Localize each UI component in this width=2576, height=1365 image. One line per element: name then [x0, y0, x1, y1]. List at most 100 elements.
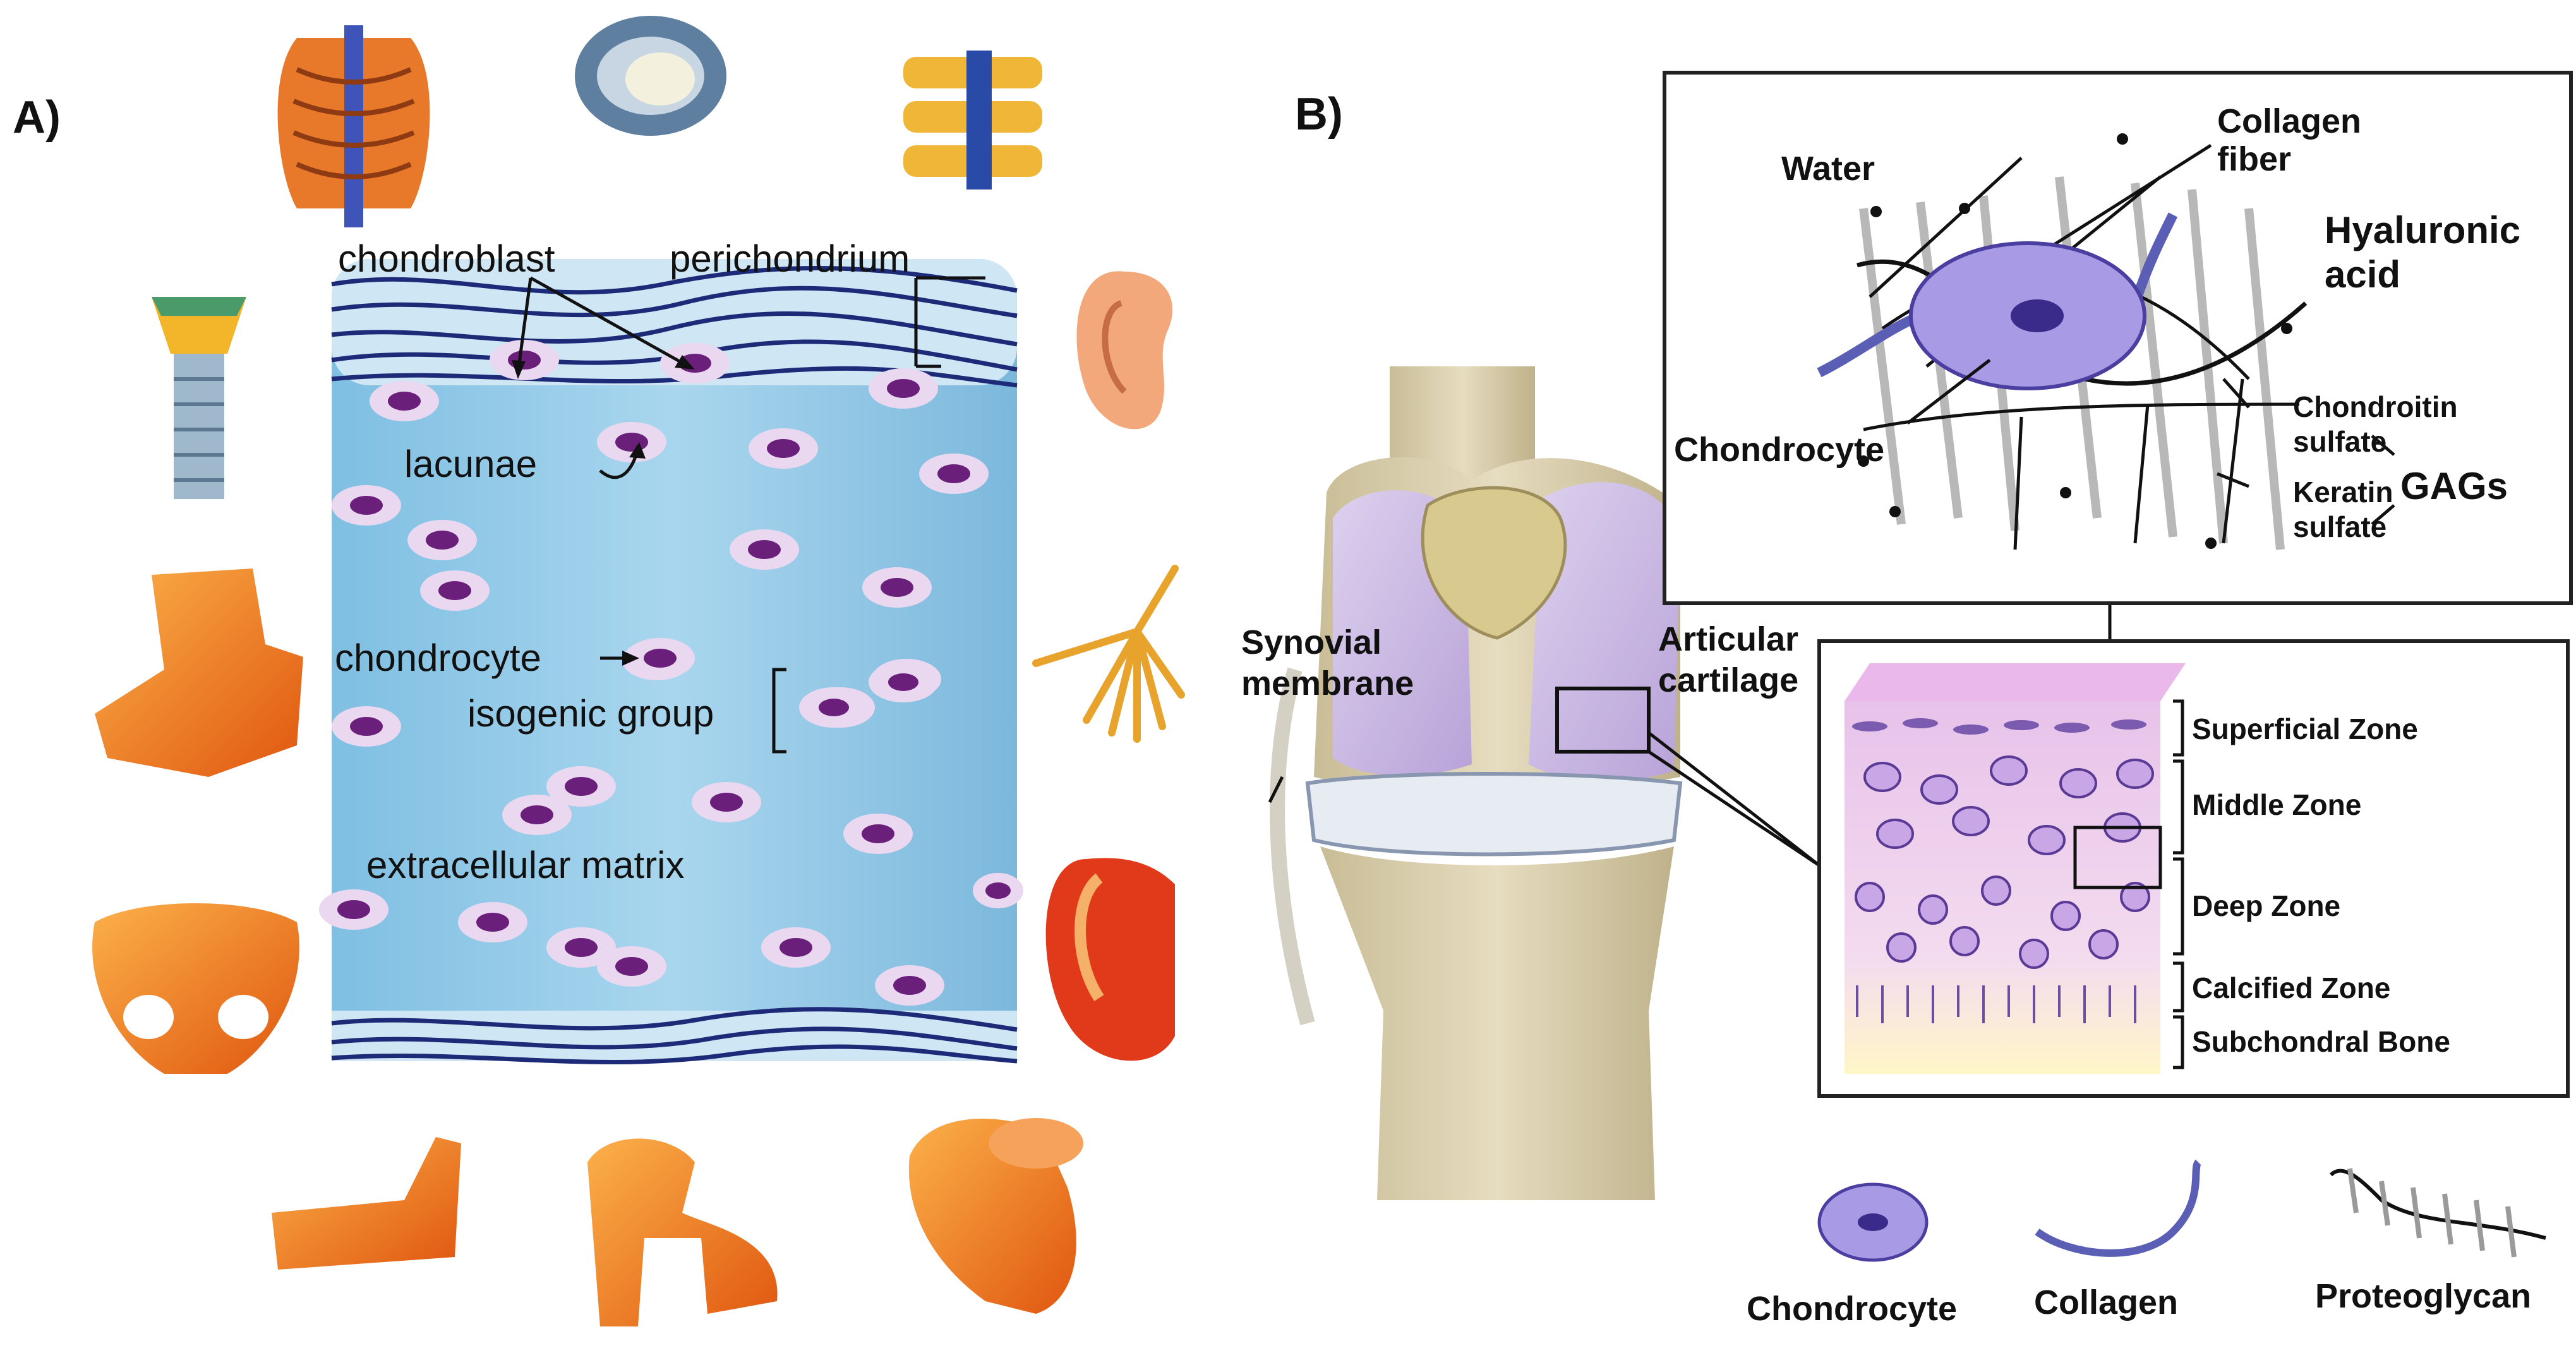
vertebrae-icon	[903, 51, 1042, 189]
articular-cartilage-right	[1529, 482, 1680, 781]
middle-deep-cells	[1855, 755, 2154, 969]
panel-a-pointers	[516, 276, 985, 754]
arrowhead	[622, 651, 639, 666]
synovial-label-line1: Synovial	[1241, 623, 1381, 661]
gags-label: GAGs	[2400, 465, 2508, 507]
hyaluronic-label-line2: acid	[2325, 253, 2400, 296]
synovial-membrane	[1270, 667, 1315, 1026]
knee-joint-icon	[587, 1138, 778, 1326]
chondrocyte	[597, 422, 666, 462]
chondroitin-label-line1: Chondroitin	[2293, 390, 2458, 423]
chondrocyte-cells	[319, 340, 1023, 1006]
isogenic-bracket	[772, 668, 786, 754]
elbow-joint-icon	[272, 1137, 461, 1270]
legend-chondrocyte-nucleus	[1858, 1213, 1888, 1231]
chondrocyte	[730, 529, 799, 570]
bottom-fiber-band	[332, 1011, 1017, 1061]
chondrocyte	[319, 889, 388, 930]
zone-label-calcified: Calcified Zone	[2192, 971, 2390, 1004]
keratin-label-line2: sulfate	[2293, 510, 2386, 543]
chondrocyte	[420, 570, 490, 611]
zone-brackets	[2173, 699, 2184, 1069]
chondrocyte	[919, 454, 989, 494]
hand-skeleton-icon	[1032, 565, 1185, 743]
chondrocyte	[502, 795, 572, 835]
water-dots	[1858, 133, 2292, 549]
zone-label-middle: Middle Zone	[2192, 788, 2361, 821]
zone-label-subchondral: Subchondral Bone	[2192, 1025, 2450, 1058]
shoulder-joint-icon	[908, 1118, 1083, 1314]
arrowhead	[629, 442, 646, 459]
hyaluronic-label-line1: Hyaluronic	[2325, 209, 2520, 251]
chondrocyte	[490, 340, 559, 380]
arrowheads	[512, 355, 695, 666]
cartilage-matrix-block: chondroblast perichondrium lacunae chond…	[319, 238, 1023, 1064]
chondrocyte	[761, 927, 831, 968]
bottom-fibers	[331, 1007, 1018, 1064]
femur-shaft	[1390, 366, 1535, 480]
tibia	[1320, 846, 1674, 1200]
arrowhead	[675, 355, 695, 370]
matrix-inset: Water Collagen fiber Hyaluronic acid Cho…	[1663, 71, 2573, 605]
synovial-pointer	[1268, 776, 1284, 803]
extracellular-matrix-label: extracellular matrix	[366, 844, 684, 886]
zone-label-deep: Deep Zone	[2192, 889, 2340, 922]
chondroblast-pointer-2	[529, 276, 690, 368]
ear-icon	[1076, 271, 1173, 430]
anatomy-icons	[92, 16, 1185, 1326]
patella	[1421, 486, 1567, 640]
chondrocyte	[660, 343, 730, 383]
panel-a: A)	[13, 16, 1185, 1326]
legend: Chondrocyte Collagen Proteoglycan	[1747, 1159, 2546, 1328]
chondrocyte	[407, 520, 477, 560]
pelvis-icon	[92, 903, 299, 1074]
chondrocyte	[546, 927, 616, 968]
articular-label-line1: Articular	[1658, 620, 1798, 658]
intervertebral-disc-icon	[575, 16, 726, 136]
chondrocyte	[862, 567, 932, 608]
collagen-fiber-blue	[1817, 311, 1922, 378]
chondrocyte	[370, 381, 439, 421]
chondrocyte	[458, 902, 527, 942]
legend-collagen-swatch	[2035, 1159, 2202, 1257]
legend-proteoglycan-swatch	[2329, 1168, 2546, 1258]
chondrocyte	[749, 428, 818, 469]
chondroitin-label-line2: sulfate	[2293, 425, 2386, 458]
collagen-fiber-label-line2: fiber	[2217, 140, 2291, 178]
superficial-cells	[1852, 718, 2146, 735]
arrowhead	[512, 360, 526, 379]
chondrocyte	[546, 766, 616, 807]
keratin-label-line1: Keratin	[2293, 476, 2393, 508]
rib-cage-icon	[277, 25, 430, 227]
water-label: Water	[1781, 150, 1875, 188]
perichondrium-label: perichondrium	[670, 238, 910, 280]
legend-collagen-label: Collagen	[2034, 1284, 2178, 1321]
chondrocyte	[843, 814, 913, 854]
chondrocyte	[597, 946, 666, 987]
isogenic-group-label: isogenic group	[467, 692, 714, 735]
nasal-cartilage-icon	[1045, 858, 1175, 1061]
ankle-joint-icon	[95, 568, 303, 777]
lacunae-label: lacunae	[404, 443, 537, 485]
panel-b: B) Synovial membrane Articular cartilage	[1241, 71, 2573, 1328]
isogenic-group-cells	[799, 662, 938, 728]
panel-b-letter: B)	[1295, 89, 1343, 140]
panel-a-letter: A)	[13, 92, 61, 143]
chondrocyte	[875, 965, 944, 1006]
matrix-zoom-box	[2073, 826, 2162, 889]
zone-label-superficial: Superficial Zone	[2192, 713, 2418, 745]
labelled-chondrocyte	[625, 638, 695, 678]
chondroblast-label: chondroblast	[338, 238, 555, 280]
chondrocyte	[973, 873, 1023, 908]
chondrocyte	[332, 706, 401, 747]
chondroblast-pointer	[516, 277, 533, 373]
trachea-icon	[152, 297, 246, 499]
zone-block-top	[1845, 663, 2186, 701]
legend-chondrocyte-label: Chondrocyte	[1747, 1290, 1957, 1328]
inset-chondrocyte-nucleus	[2011, 299, 2064, 332]
inset-chondrocyte-label: Chondrocyte	[1674, 431, 1884, 469]
cartilage-zoom-box	[1555, 687, 1651, 754]
chondrocyte	[692, 782, 761, 822]
calcified-marks	[1856, 985, 2136, 1023]
chondrocyte	[332, 485, 401, 526]
